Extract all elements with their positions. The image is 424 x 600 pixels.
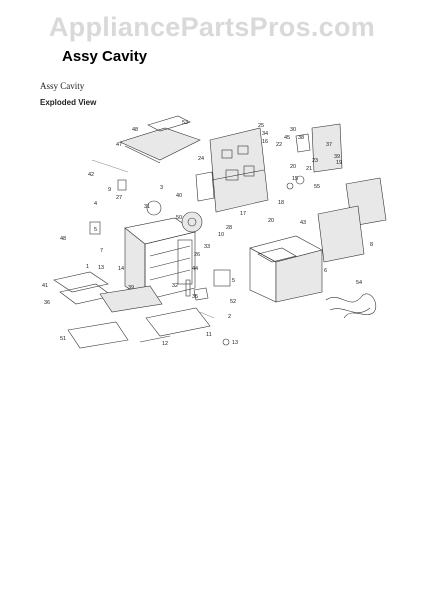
callout-label: 5: [94, 227, 97, 233]
callout-label: 19: [336, 160, 342, 166]
callout-label: 20: [268, 218, 274, 224]
callout-label: 23: [312, 158, 318, 164]
callout-label: 17: [240, 211, 246, 217]
callout-label: 27: [116, 195, 122, 201]
callout-label: 13: [98, 265, 104, 271]
callout-label: 36: [44, 300, 50, 306]
outer-wrapper-part: [249, 235, 323, 303]
callout-label: 13: [232, 340, 238, 346]
callout-label: 52: [230, 299, 236, 305]
callout-label: 31: [144, 204, 150, 210]
callout-label: 45: [284, 135, 290, 141]
control-panel-part: [195, 127, 269, 213]
callout-label: 41: [42, 283, 48, 289]
oven-cavity-part: [124, 217, 196, 301]
callout-label: 9: [108, 187, 111, 193]
callout-label: 5: [232, 278, 235, 284]
subtitle: Assy Cavity: [40, 81, 85, 91]
callout-label: 14: [118, 266, 124, 272]
callout-label: 35: [192, 294, 198, 300]
bottom-plate-part: [53, 271, 211, 349]
callout-label: 4: [94, 201, 97, 207]
callout-label: 40: [176, 193, 182, 199]
callout-label: 44: [192, 266, 198, 272]
callout-label: 25: [258, 123, 264, 129]
callout-label: 16: [262, 139, 268, 145]
callout-label: 33: [204, 244, 210, 250]
callout-label: 48: [60, 236, 66, 242]
callout-label: 34: [262, 131, 268, 137]
callout-label: 50: [176, 215, 182, 221]
watermark: AppliancePartsPros.com: [48, 12, 376, 42]
callout-label: 37: [326, 142, 332, 148]
callout-label: 32: [172, 283, 178, 289]
callout-label: 28: [226, 225, 232, 231]
callout-label: 30: [290, 127, 296, 133]
callout-label: 3: [160, 185, 163, 191]
top-panel-part: [119, 115, 201, 164]
callout-label: 8: [370, 242, 373, 248]
callout-label: 54: [356, 280, 362, 286]
callout-label: 39: [128, 285, 134, 291]
callout-label: 18: [278, 200, 284, 206]
callout-label: 55: [314, 184, 320, 190]
callout-label: 6: [324, 268, 327, 274]
page-title: Assy Cavity: [62, 48, 148, 65]
callout-label: 7: [100, 248, 103, 254]
callout-label: 22: [276, 142, 282, 148]
callout-label: 38: [298, 135, 304, 141]
callout-label: 51: [60, 336, 66, 342]
callout-label: 43: [300, 220, 306, 226]
callout-label: 15: [292, 176, 298, 182]
callout-label: 48: [132, 127, 138, 133]
callout-label: 11: [206, 332, 212, 338]
callout-label: 53: [182, 120, 188, 126]
callout-label: 24: [198, 156, 204, 162]
callout-label: 10: [218, 232, 224, 238]
callout-label: 1: [86, 264, 89, 270]
insulation-panel-part: [317, 177, 387, 263]
relay-board-part: [286, 123, 343, 190]
callout-label: 21: [306, 166, 312, 172]
callout-label: 20: [290, 164, 296, 170]
callout-label: 47: [116, 142, 122, 148]
callout-label: 2: [228, 314, 231, 320]
view-label: Exploded View: [40, 98, 97, 107]
callout-label: 26: [194, 252, 200, 258]
callout-label: 42: [88, 172, 94, 178]
convection-fan-part: [146, 200, 203, 233]
wire-harness-part: [325, 293, 377, 319]
callout-label: 39: [334, 154, 340, 160]
small-brackets-part: [89, 159, 231, 346]
callout-label: 12: [162, 341, 168, 347]
